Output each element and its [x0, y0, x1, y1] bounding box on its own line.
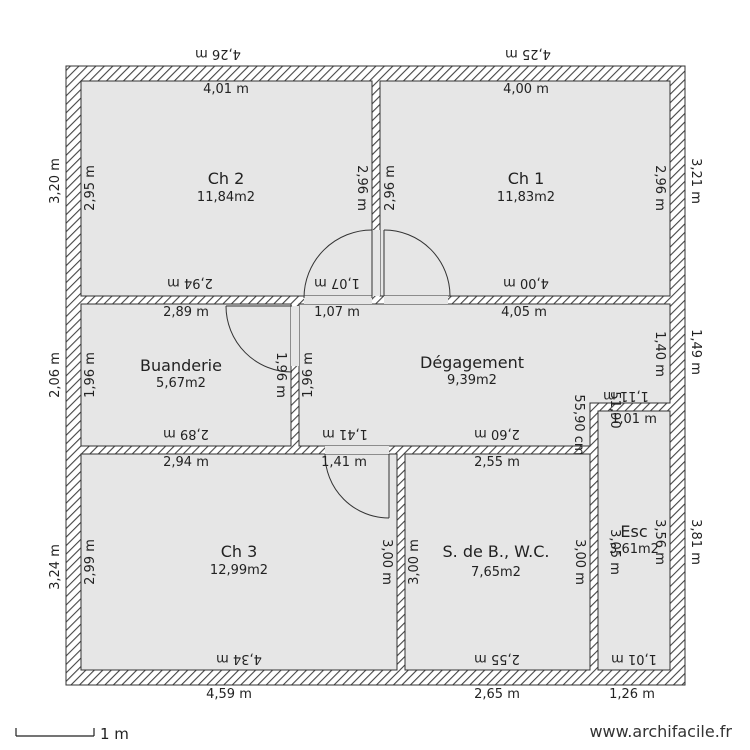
dim-sdb-right: 3,00 m	[572, 539, 587, 585]
dimensions-vertical: 3,20 m 2,06 m 3,24 m 3,21 m 1,49 m 3,81 …	[48, 158, 703, 590]
dim-buand-bottom: 2,89 m	[163, 426, 209, 441]
dim-ch3-bottom: 4,34 m	[216, 651, 262, 666]
dim-ch3-left: 2,99 m	[83, 539, 98, 585]
room-area-ch2: 11,84m2	[197, 190, 255, 205]
dim-ch2-door: 1,07 m	[314, 275, 360, 290]
dim-ext-bottom-mid: 2,65 m	[474, 687, 520, 702]
dim-buand-left: 1,96 m	[83, 352, 98, 398]
dim-esc-top: 1,01 m	[611, 412, 657, 427]
dim-deg-step-v: 55,90 cm	[571, 394, 586, 455]
dim-esc-right: 3,56 m	[652, 519, 667, 565]
dim-deg-left: 1,96 m	[301, 352, 316, 398]
dim-ch2-left: 2,95 m	[83, 165, 98, 211]
dim-ext-left-top: 3,20 m	[48, 158, 63, 204]
dim-ch1-left: 2,96 m	[383, 165, 398, 211]
room-area-ch3: 12,99m2	[210, 563, 268, 578]
room-esc[interactable]	[597, 410, 671, 671]
dim-buand-top: 2,89 m	[163, 305, 209, 320]
dim-esc-bottom: 1,01 m	[611, 651, 657, 666]
room-area-esc: 3,61m2	[609, 542, 659, 557]
door-ch1	[383, 229, 451, 297]
room-area-ch1: 11,83m2	[497, 190, 555, 205]
room-name-ch1: Ch 1	[508, 169, 545, 188]
room-ch3[interactable]	[80, 453, 398, 671]
room-name-esc: Esc	[620, 522, 647, 541]
dim-sdb-left: 3,00 m	[407, 539, 422, 585]
room-ch2[interactable]	[80, 80, 373, 297]
dim-ch2-top: 4,01 m	[203, 82, 249, 97]
dim-ext-top-left: 4,26 m	[195, 46, 241, 61]
dim-deg-top-b: 4,05 m	[501, 305, 547, 320]
dim-ch3-top-a: 2,94 m	[163, 455, 209, 470]
doors	[225, 229, 451, 519]
room-name-ch3: Ch 3	[221, 542, 258, 561]
dim-ext-right-top: 3,21 m	[688, 158, 703, 204]
dim-ext-right-bot: 3,81 m	[688, 519, 703, 565]
dim-esc-small: 51,90	[607, 391, 622, 428]
room-name-degagement: Dégagement	[420, 353, 524, 372]
dim-ch3-right: 3,00 m	[379, 539, 394, 585]
rooms	[80, 80, 671, 671]
room-degagement[interactable]	[298, 303, 671, 447]
dim-esc-left: 3,05 m	[607, 529, 622, 575]
room-sdb[interactable]	[404, 453, 591, 671]
dim-ext-bottom-right: 1,26 m	[609, 687, 655, 702]
room-name-buanderie: Buanderie	[140, 356, 222, 375]
dim-ext-left-mid: 2,06 m	[48, 352, 63, 398]
door-ch2	[303, 229, 373, 299]
dim-deg-bottom-a: 1,41 m	[322, 426, 368, 441]
dim-ch1-right: 2,96 m	[652, 165, 667, 211]
dim-ch1-bottom: 4,00 m	[503, 275, 549, 290]
dim-ch1-top: 4,00 m	[503, 82, 549, 97]
dim-ext-top-right: 4,25 m	[505, 46, 551, 61]
room-name-ch2: Ch 2	[208, 169, 245, 188]
room-labels: Ch 2 11,84m2 Ch 1 11,83m2 Buanderie 5,67…	[140, 169, 659, 580]
dim-deg-right: 1,40 m	[652, 331, 667, 377]
room-area-degagement: 9,39m2	[447, 373, 497, 388]
door-openings	[291, 230, 448, 454]
dim-sdb-bottom: 2,55 m	[474, 651, 520, 666]
dim-ext-bottom-left: 4,59 m	[206, 687, 252, 702]
dim-ext-right-mid: 1,49 m	[688, 329, 703, 375]
room-ch1[interactable]	[379, 80, 671, 297]
scale-label: 1 m	[100, 725, 129, 743]
dim-ch3-top-b: 1,41 m	[321, 455, 367, 470]
dim-deg-step-h: 1,11 m	[603, 388, 649, 403]
credit-text[interactable]: www.archifacile.fr	[589, 722, 732, 741]
door-buanderie	[225, 305, 293, 373]
dimensions-horizontal: 4,26 m 4,25 m 4,01 m 4,00 m 2,94 m 1,07 …	[163, 46, 657, 702]
dim-deg-top-a: 1,07 m	[314, 305, 360, 320]
dim-ext-left-bot: 3,24 m	[48, 544, 63, 590]
room-area-sdb: 7,65m2	[471, 565, 521, 580]
door-ch3	[324, 453, 390, 519]
dim-ch2-bottom: 2,94 m	[167, 275, 213, 290]
dim-sdb-top: 2,55 m	[474, 455, 520, 470]
dim-ch2-right: 2,96 m	[354, 165, 369, 211]
scale-bar: 1 m	[15, 725, 129, 743]
room-area-buanderie: 5,67m2	[156, 376, 206, 391]
dim-buand-right: 1,96 m	[273, 352, 288, 398]
dim-deg-bottom-b: 2,60 m	[474, 426, 520, 441]
room-buanderie[interactable]	[80, 303, 292, 447]
room-name-sdb: S. de B., W.C.	[443, 542, 550, 561]
